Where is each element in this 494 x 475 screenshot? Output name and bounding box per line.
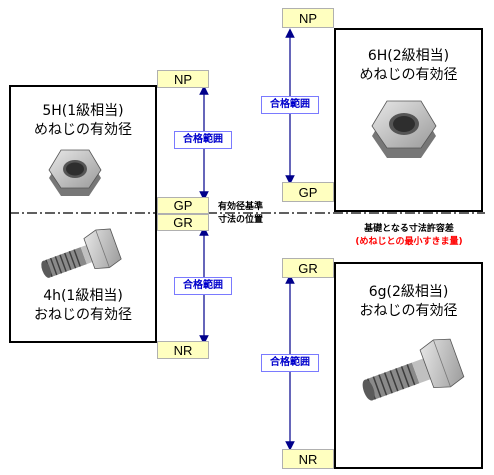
left-upper-range-badge: 合格範囲 (174, 131, 232, 149)
right-internal-caption-line1: 6H(2級相当) (367, 48, 450, 64)
left-external-caption-line1: 4h(1級相当) (43, 288, 123, 304)
right-internal-caption: 6H(2級相当) めねじの有効径 (336, 47, 481, 85)
allowance-note-line2: (めねじとの最小すきま量) (355, 237, 463, 247)
right-external-caption-line2: おねじの有効径 (359, 303, 458, 319)
left-lower-range-badge: 合格範囲 (174, 277, 232, 295)
right-gr-label: GR (282, 258, 334, 278)
right-nr-label: NR (282, 449, 334, 469)
right-external-caption-line1: 6g(2級相当) (368, 284, 449, 300)
left-panel-box (9, 85, 157, 343)
reference-note-line2: 寸法の位置 (218, 215, 264, 225)
right-gp-label: GP (282, 182, 334, 202)
right-upper-range-badge: 合格範囲 (261, 96, 319, 114)
hex-nut-icon (371, 100, 437, 158)
hex-bolt-icon (41, 228, 122, 278)
left-internal-caption-line1: 5H(1級相当) (42, 103, 124, 119)
allowance-note: 基礎となる寸法許容差 (めねじとの最小すきま量) (334, 223, 484, 249)
left-gr-label: GR (157, 214, 209, 231)
allowance-note-line1: 基礎となる寸法許容差 (364, 224, 454, 234)
right-internal-caption-line2: めねじの有効径 (359, 67, 458, 83)
right-np-label: NP (282, 8, 334, 28)
reference-note: 有効径基準 寸法の位置 (218, 201, 282, 227)
right-lower-range-badge: 合格範囲 (261, 354, 319, 372)
left-external-caption: 4h(1級相当) おねじの有効径 (10, 287, 156, 325)
left-gp-label: GP (157, 197, 209, 214)
left-np-label: NP (157, 70, 209, 88)
left-external-caption-line2: おねじの有効径 (34, 307, 132, 323)
hex-bolt-icon (362, 338, 465, 401)
left-internal-caption-line2: めねじの有効径 (34, 122, 132, 138)
reference-note-line1: 有効径基準 (218, 202, 264, 212)
left-internal-caption: 5H(1級相当) めねじの有効径 (10, 102, 156, 140)
right-external-caption: 6g(2級相当) おねじの有効径 (336, 283, 481, 321)
hex-nut-icon (48, 149, 102, 196)
left-nr-label: NR (157, 341, 209, 359)
